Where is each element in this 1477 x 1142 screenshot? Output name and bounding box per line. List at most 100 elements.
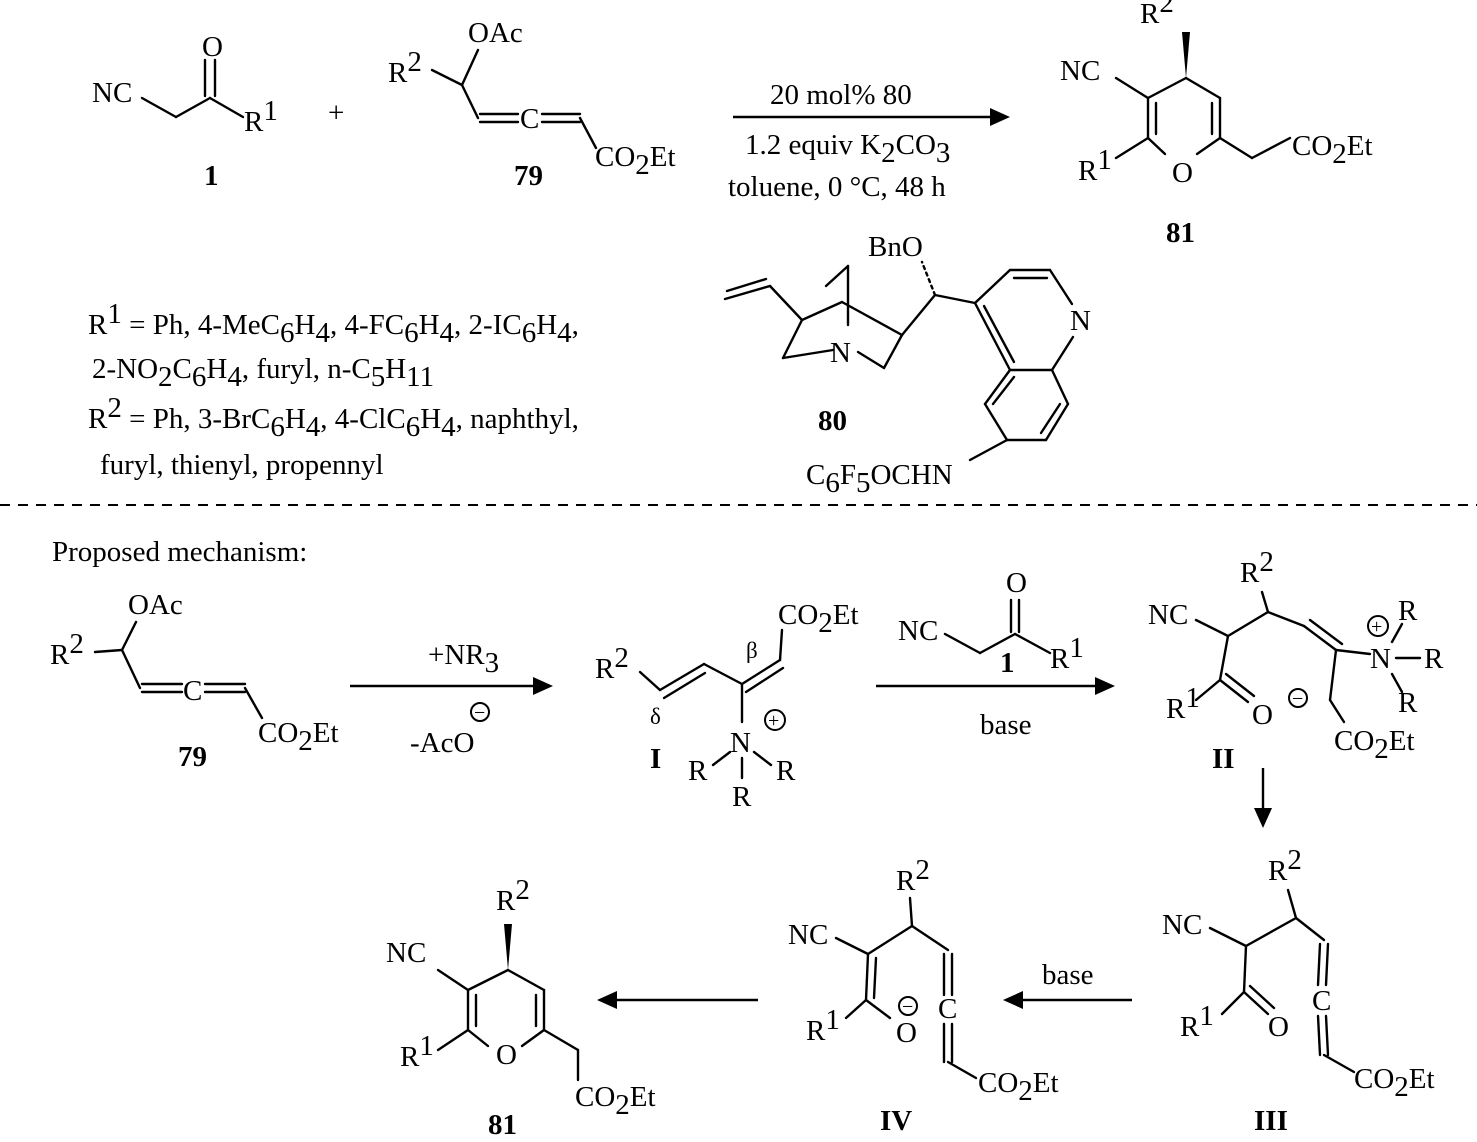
r2-label: R2	[388, 46, 422, 89]
minus-charge: −	[1292, 688, 1303, 710]
minus-charge: −	[474, 702, 485, 724]
intermediate-III: R2 NC C CO2Et O R1 III	[1162, 844, 1435, 1137]
r2-label: R2	[1140, 0, 1174, 30]
base-label: base	[1042, 959, 1094, 991]
plus-sign: +	[328, 97, 344, 129]
r2-label: R2	[496, 874, 530, 917]
r1-label: R1	[806, 1004, 840, 1047]
r1-label: R1	[1078, 144, 1112, 187]
r-label-bottom: R	[732, 781, 752, 813]
mech-arrow-1: +NR3 -AcO −	[350, 639, 553, 759]
intermediate-II: R2 NC N + R R R − CO2Et O R1 II	[1148, 546, 1444, 775]
co2et-label: CO2Et	[778, 599, 859, 639]
beta-label: β	[746, 638, 758, 663]
r1-label: R1	[1180, 1000, 1214, 1043]
plus-charge: +	[768, 710, 779, 732]
compound-II-label: II	[1212, 743, 1235, 775]
nc-label: NC	[1060, 55, 1100, 87]
compound-1-label: 1	[204, 160, 219, 192]
minus-charge: −	[902, 996, 913, 1018]
r1-label: R1	[1050, 632, 1084, 675]
nc-label: NC	[1148, 599, 1188, 631]
co2et-label: CO2Et	[258, 717, 339, 757]
allene-79: R2 OAc C CO2Et 79	[388, 17, 676, 192]
carbonyl-o: O	[202, 31, 223, 63]
quinoline-n: N	[1070, 305, 1091, 337]
allene-c: C	[938, 993, 957, 1025]
compound-III-label: III	[1254, 1105, 1288, 1137]
catalyst-80: BnO N N C6F5OCHN	[723, 231, 1091, 499]
mech-arrow-2: NC O R1 1 base	[876, 567, 1115, 741]
reaction-arrow: 20 mol% 80 1.2 equiv K2CO3 toluene, 0 °C…	[728, 79, 1010, 203]
oac-label: OAc	[128, 589, 183, 621]
r2-label: R2	[1268, 844, 1302, 887]
co2et-label: CO2Et	[1334, 725, 1415, 765]
plus-charge: +	[1371, 616, 1382, 638]
allene-c: C	[1312, 985, 1331, 1017]
mech-arrow-5	[597, 991, 758, 1009]
mech-arrow-3	[1254, 768, 1272, 828]
nr3-label: +NR3	[428, 639, 499, 679]
base-conditions: 1.2 equiv K2CO3	[745, 129, 950, 169]
co2et-label: CO2Et	[595, 141, 676, 181]
base-label: base	[980, 709, 1032, 741]
r2-scope-line2: furyl, thienyl, propennyl	[100, 449, 384, 481]
r1-scope-line2: 2-NO2C6H4, furyl, n-C5H11	[92, 353, 434, 393]
solvent-conditions: toluene, 0 °C, 48 h	[728, 171, 946, 203]
nc-label: NC	[92, 77, 132, 109]
compound-81-label: 81	[488, 1109, 517, 1141]
r2-label: R2	[50, 628, 84, 671]
compound-79-label: 79	[178, 741, 207, 773]
ammonium-n: N	[730, 727, 751, 759]
mechanism-heading: Proposed mechanism:	[52, 536, 307, 568]
compound-79-label: 79	[514, 160, 543, 192]
r-label-right: R	[1424, 643, 1444, 675]
co2et-label: CO2Et	[1354, 1063, 1435, 1103]
carbonyl-o: O	[1006, 567, 1027, 599]
ammonium-n: N	[1370, 643, 1391, 675]
r1-scope-line1: R1 = Ph, 4-MeC6H4, 4-FC6H4, 2-IC6H4,	[88, 298, 579, 349]
amide-label: C6F5OCHN	[806, 459, 953, 499]
intermediate-IV: R2 NC C CO2Et O − R1 IV	[788, 854, 1059, 1137]
mech-allene-79: OAc R2 C CO2Et 79	[50, 589, 339, 773]
co2et-label: CO2Et	[978, 1067, 1059, 1107]
compound-1-label: 1	[1000, 647, 1015, 679]
nc-label: NC	[898, 615, 938, 647]
bno-label: BnO	[868, 231, 923, 263]
r2-label: R2	[1240, 546, 1274, 589]
r-label-right: R	[776, 755, 796, 787]
quinuclidine-n: N	[830, 337, 851, 369]
r2-label: R2	[595, 642, 629, 685]
r1-label: R1	[400, 1030, 434, 1073]
compound-80-label: 80	[818, 405, 847, 437]
carbonyl-o: O	[1268, 1011, 1289, 1043]
co2et-label: CO2Et	[575, 1081, 656, 1121]
mech-arrow-4: base	[1003, 959, 1132, 1009]
compound-IV-label: IV	[880, 1105, 912, 1137]
enolate-o: O	[896, 1017, 917, 1049]
acetate-label: -AcO	[410, 727, 474, 759]
allene-c: C	[183, 675, 202, 707]
nc-label: NC	[788, 919, 828, 951]
oac-label: OAc	[468, 17, 523, 49]
r-label-top: R	[1398, 595, 1418, 627]
compound-I-label: I	[650, 743, 661, 775]
ring-o: O	[1172, 157, 1193, 189]
ring-o: O	[496, 1039, 517, 1071]
catalyst-loading: 20 mol% 80	[770, 79, 912, 111]
co2et-label: CO2Et	[1292, 130, 1373, 170]
reactant-1: NC O R1 1	[92, 31, 278, 192]
delta-label: δ	[650, 704, 661, 729]
substituent-list: R1 = Ph, 4-MeC6H4, 4-FC6H4, 2-IC6H4, 2-N…	[88, 298, 579, 481]
r2-label: R2	[896, 854, 930, 897]
r1-label: R1	[244, 95, 278, 138]
r1-label: R1	[1166, 682, 1200, 725]
product-81: R2 O NC R1 CO2Et 81	[1060, 0, 1373, 249]
intermediate-I: R2 CO2Et β δ N + R R R I	[595, 599, 859, 813]
nc-label: NC	[1162, 909, 1202, 941]
r2-scope-line1: R2 = Ph, 3-BrC6H4, 4-ClC6H4, naphthyl,	[88, 392, 579, 443]
r-label-bottom: R	[1398, 687, 1418, 719]
nc-label: NC	[386, 937, 426, 969]
carbonyl-o: O	[1252, 699, 1273, 731]
